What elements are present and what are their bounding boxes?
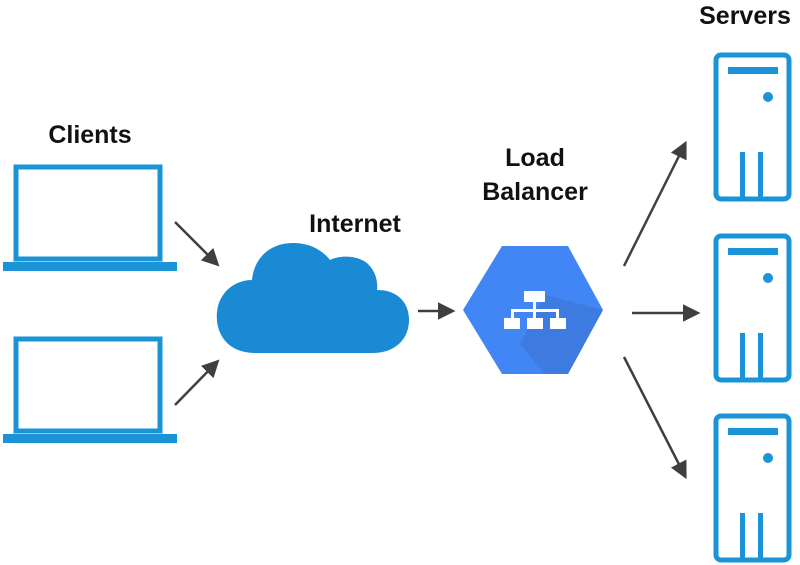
load-balancer-label: Load <box>505 144 565 172</box>
servers-label: Servers <box>699 2 791 30</box>
server-tower-icon <box>713 413 792 563</box>
load-balancer-hexagon-icon <box>463 246 603 374</box>
server-tower-icon <box>713 52 792 202</box>
arrow-client-to-internet <box>174 359 220 406</box>
laptop-icon <box>3 164 177 271</box>
internet-label: Internet <box>309 210 401 238</box>
load-balancer-label: Balancer <box>482 178 588 206</box>
clients-label: Clients <box>48 121 132 149</box>
arrow-load-balancer-to-server <box>622 140 687 267</box>
arrow-load-balancer-to-server <box>622 356 687 480</box>
laptop-icon <box>3 336 177 443</box>
server-tower-icon <box>713 233 792 383</box>
arrow-client-to-internet <box>174 221 220 267</box>
cloud-icon <box>216 243 409 353</box>
